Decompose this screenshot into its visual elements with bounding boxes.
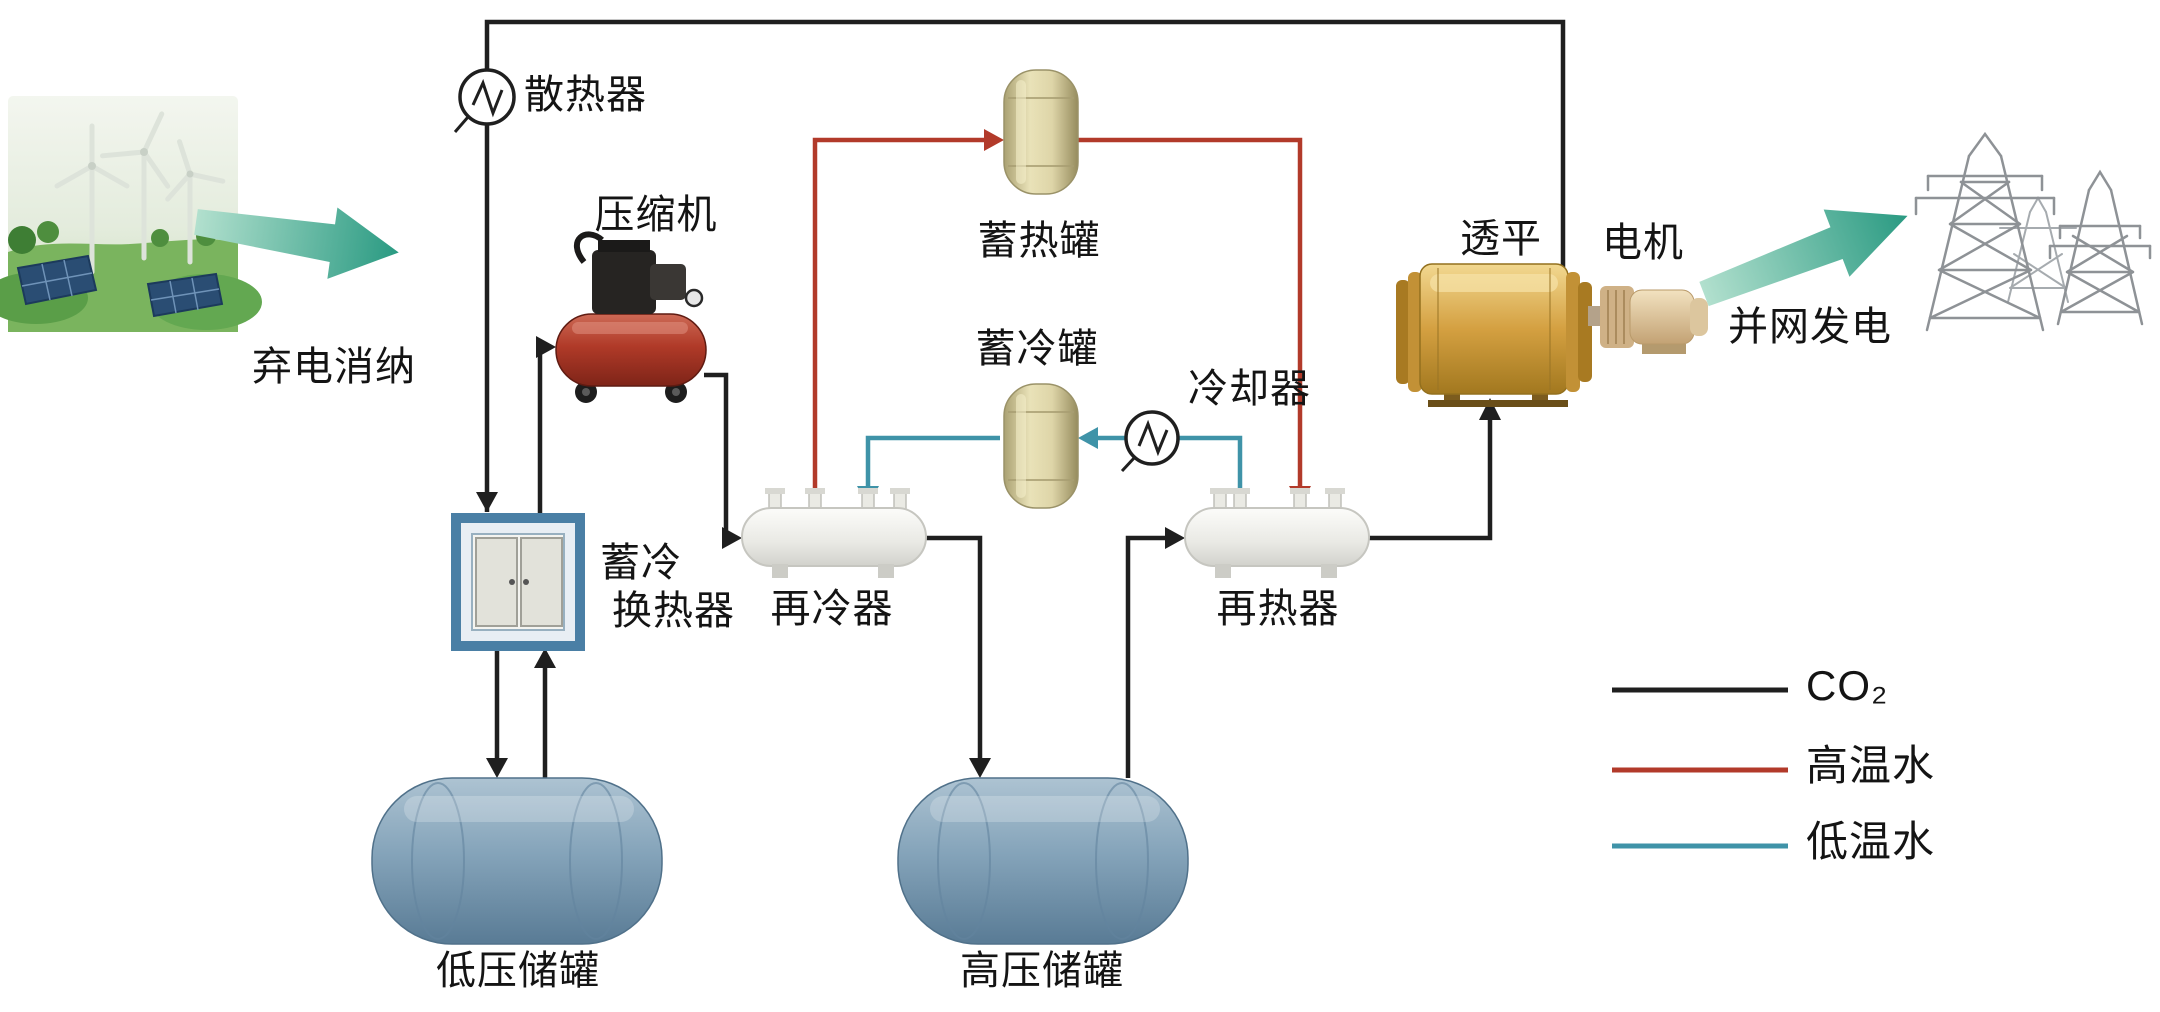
radiator-label: 散热器: [524, 73, 647, 117]
radiator-icon: [453, 68, 516, 133]
co2-pipe-recooler-to-hp-tank: [925, 535, 983, 760]
low-pressure-tank-label: 低压储罐: [436, 949, 600, 993]
reheater-vessel: [1184, 488, 1370, 578]
hot-water-pipes: [812, 137, 1303, 508]
cooler-icon: [1120, 410, 1180, 473]
heat-storage-tank-label: 蓄热罐: [977, 219, 1101, 263]
reheater-label: 再热器: [1216, 587, 1340, 631]
low-pressure-tank-graphic: [371, 777, 663, 945]
transmission-towers-illustration: [1914, 131, 2152, 332]
hot-water-pipe-recooler-to-heat-tank: [812, 137, 986, 508]
high-pressure-tank-graphic: [897, 777, 1189, 945]
compressor-graphic: [555, 231, 707, 403]
co2-arrowheads: [476, 336, 1501, 778]
grid-arrow: [1699, 209, 1908, 307]
cold-water-pipe-cold-tank-to-recooler: [865, 435, 1000, 488]
motor-label: 电机: [1602, 221, 1684, 265]
curtailment-arrow: [194, 207, 399, 279]
solar-panel-icon: [16, 254, 224, 318]
motor-graphic: [1588, 286, 1708, 354]
legend-label-hot-water: 高温水: [1806, 742, 1936, 789]
co2-pipe-reheater-to-turbine: [1368, 420, 1493, 541]
legend-label-cold-water: 低温水: [1806, 818, 1936, 865]
cooler-label: 冷却器: [1188, 367, 1311, 411]
recooler-label: 再冷器: [770, 587, 894, 631]
co2-pipe-hp-tank-to-reheater: [1125, 535, 1167, 778]
co2-pipe-compressor-to-recooler: [704, 372, 729, 541]
turbine-graphic: [1396, 263, 1592, 407]
high-pressure-tank-label: 高压储罐: [960, 949, 1124, 993]
co2-pipe-hx-to-compressor: [537, 344, 543, 518]
recooler-vessel: [741, 488, 927, 578]
wind-turbine-icon: [54, 111, 226, 275]
turbine-label: 透平: [1460, 217, 1542, 261]
curtailed-power-label: 弃电消纳: [252, 345, 416, 389]
cold-storage-heat-exchanger-graphic: [451, 513, 585, 651]
compressor-label: 压缩机: [594, 193, 718, 237]
hot-water-pipe-heat-tank-to-reheater: [1078, 137, 1303, 488]
cold-storage-tank-graphic: [1003, 383, 1079, 509]
heat-storage-tank-graphic: [1003, 69, 1079, 195]
cold-hx-label-line2: 换热器: [612, 589, 735, 633]
co2-pipe-top-loop: [484, 19, 1566, 512]
legend-swatches: [1612, 687, 1788, 849]
grid-power-label: 并网发电: [1728, 305, 1892, 349]
legend-label-co2: CO₂: [1806, 662, 1889, 709]
cold-storage-tank-label: 蓄冷罐: [975, 327, 1099, 371]
cold-hx-label-line1: 蓄冷: [600, 541, 682, 585]
